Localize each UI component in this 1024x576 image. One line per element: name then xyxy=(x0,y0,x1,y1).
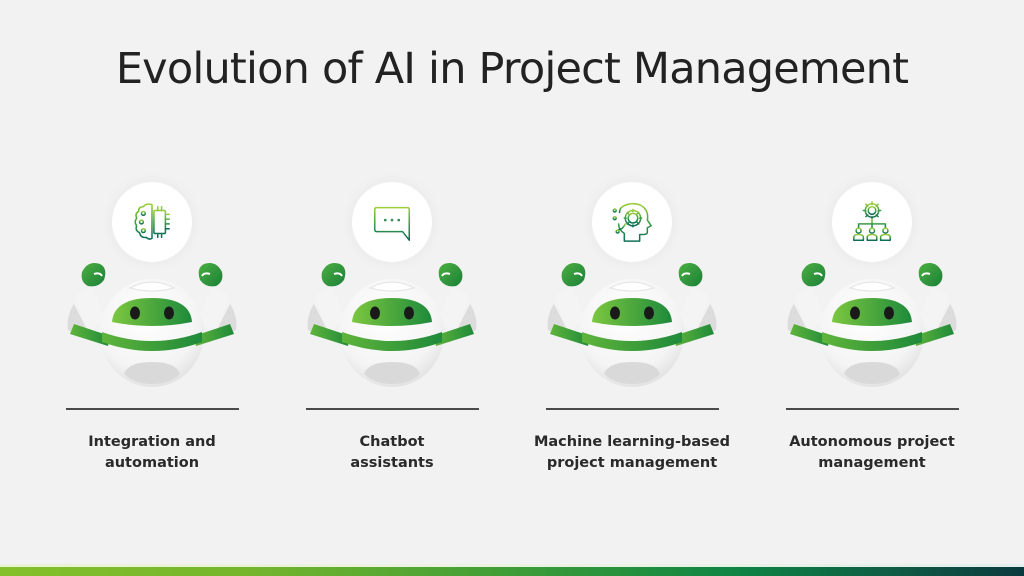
icon-badge xyxy=(112,182,192,262)
stage-label: Autonomous project management xyxy=(752,432,992,474)
label-line-1: Machine learning-based xyxy=(533,434,731,450)
divider xyxy=(66,408,239,410)
stage-label: Machine learning-based project managemen… xyxy=(512,432,752,474)
bottom-glow xyxy=(0,564,1024,567)
gear-team-icon xyxy=(853,201,891,241)
divider xyxy=(306,408,479,410)
stage-label: Chatbot assistants xyxy=(272,432,512,474)
stage-autonomous-project-management: Autonomous project management xyxy=(752,170,992,490)
icon-badge xyxy=(352,182,432,262)
robot-illustration xyxy=(52,258,252,393)
label-line-2: automation xyxy=(104,455,200,471)
label-line-1: Integration and xyxy=(88,434,216,450)
icon-badge xyxy=(592,182,672,262)
label-line-2: management xyxy=(818,455,926,471)
head-gear-icon xyxy=(612,202,652,242)
robot-illustration xyxy=(532,258,732,393)
robot-illustration xyxy=(772,258,972,393)
stage-ml-project-management: Machine learning-based project managemen… xyxy=(512,170,752,490)
label-line-2: project management xyxy=(546,455,718,471)
label-line-1: Autonomous project xyxy=(789,434,955,450)
icon-badge xyxy=(832,182,912,262)
chat-bubble-icon xyxy=(373,206,411,241)
label-line-1: Chatbot xyxy=(359,434,425,450)
label-line-2: assistants xyxy=(350,455,434,471)
page-title: Evolution of AI in Project Management xyxy=(115,44,909,94)
divider xyxy=(786,408,959,410)
divider xyxy=(546,408,719,410)
stage-chatbot-assistants: Chatbot assistants xyxy=(272,170,512,490)
bottom-gradient-bar xyxy=(0,567,1024,576)
stage-integration-automation: Integration and automation xyxy=(32,170,272,490)
brain-chip-icon xyxy=(134,203,171,240)
stage-label: Integration and automation xyxy=(32,432,272,474)
robot-illustration xyxy=(292,258,492,393)
